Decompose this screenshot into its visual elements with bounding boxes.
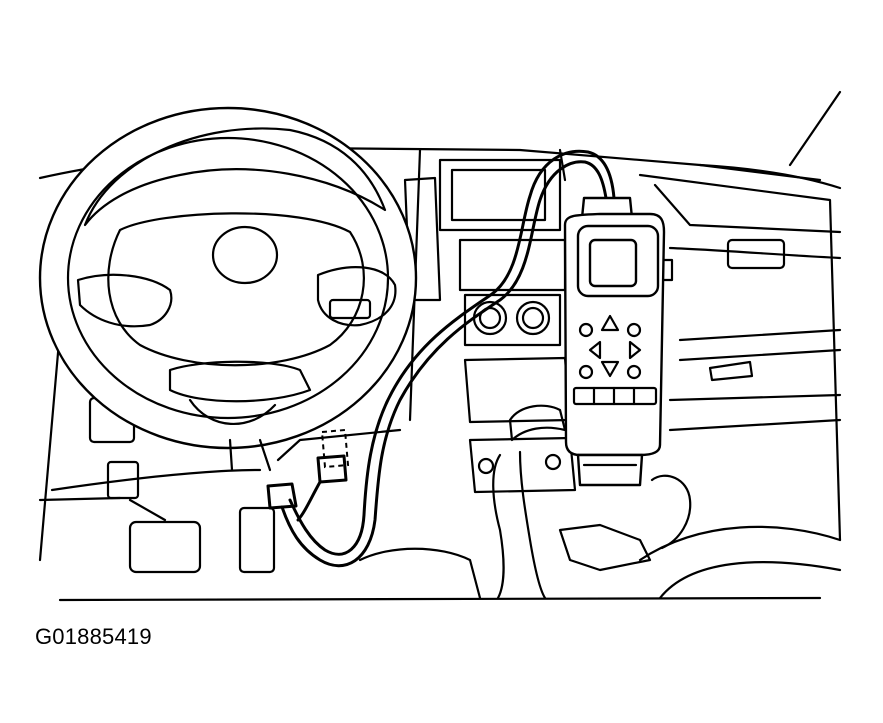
steering-wheel (38, 106, 418, 472)
scan-tool-device (563, 196, 674, 487)
figure-id-label: G01885419 (35, 624, 152, 649)
dashboard-outline (38, 90, 842, 602)
dashboard-scan-tool-illustration (38, 90, 842, 602)
scan-tool-cable (280, 149, 616, 568)
gear-shifter (358, 404, 842, 600)
dlc-connector (266, 428, 350, 510)
